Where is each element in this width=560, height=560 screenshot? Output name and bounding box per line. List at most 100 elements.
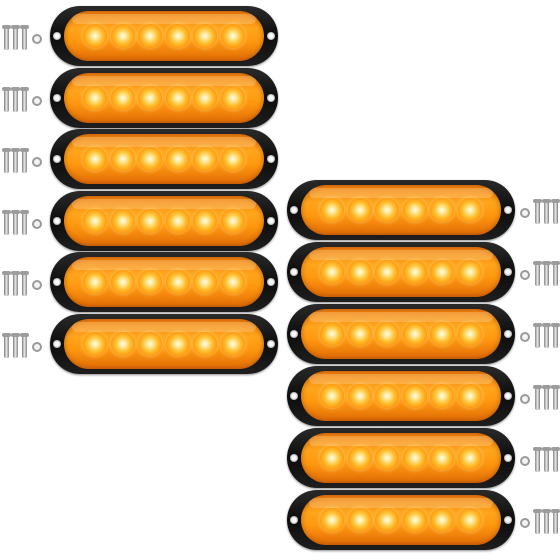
led-bulb — [165, 331, 190, 356]
mounting-hole — [290, 454, 298, 462]
screw — [544, 262, 549, 286]
nut — [32, 341, 42, 352]
mounting-hole — [53, 216, 61, 225]
amber-lens — [301, 495, 501, 545]
led-bulb — [138, 24, 163, 48]
mounting-hole — [504, 268, 512, 276]
led-bulb — [138, 85, 163, 110]
led-bulb — [165, 24, 190, 48]
led-bulb — [320, 508, 345, 532]
strobe-light — [287, 304, 515, 364]
screw — [544, 324, 549, 348]
amber-lens — [301, 185, 501, 235]
led-bulb — [457, 446, 482, 470]
screw-set — [518, 322, 558, 350]
screw — [11, 271, 20, 296]
screw — [2, 209, 11, 235]
amber-lens — [64, 257, 264, 307]
screw — [553, 510, 558, 534]
strobe-light — [287, 242, 515, 302]
screw — [2, 86, 11, 112]
led-bulb — [220, 85, 245, 110]
mounting-hole — [504, 206, 512, 214]
led-bulb — [138, 208, 163, 233]
nut — [520, 270, 530, 280]
mounting-hole — [267, 216, 275, 225]
screw — [544, 200, 549, 224]
screw — [544, 386, 549, 410]
mounting-hole — [290, 392, 298, 400]
screw — [553, 448, 558, 472]
led-bulb — [402, 260, 427, 284]
led-bulb — [347, 446, 372, 470]
led-bulb — [110, 147, 135, 171]
led-bulb — [193, 147, 218, 171]
screw — [2, 271, 11, 296]
screw — [535, 200, 540, 224]
mounting-hole — [53, 339, 61, 348]
strobe-light — [50, 6, 278, 66]
led-bulb — [375, 508, 400, 532]
led-bulb — [138, 147, 163, 171]
led-bulb — [375, 198, 400, 222]
amber-lens — [301, 371, 501, 421]
screw — [2, 332, 11, 358]
strobe-light — [50, 252, 278, 312]
led-bulb — [347, 384, 372, 408]
led-bulb — [220, 147, 245, 171]
led-bulb — [138, 270, 163, 294]
led-bulb — [402, 384, 427, 408]
led-bulb — [193, 85, 218, 110]
led-bulb — [402, 446, 427, 470]
led-bulb — [83, 270, 108, 294]
nut — [520, 208, 530, 218]
screw — [11, 209, 20, 235]
screw — [11, 148, 20, 173]
amber-lens — [64, 318, 264, 369]
mounting-hole — [267, 339, 275, 348]
screw — [20, 209, 29, 235]
led-bulb — [347, 260, 372, 284]
led-bulb — [83, 85, 108, 110]
screw-set — [518, 198, 558, 226]
led-bulb — [110, 24, 135, 48]
nut — [520, 394, 530, 404]
screw — [553, 262, 558, 286]
mounting-hole — [53, 32, 61, 40]
led-bulb — [193, 331, 218, 356]
mounting-hole — [504, 330, 512, 338]
nut — [32, 157, 42, 167]
screw — [20, 271, 29, 296]
amber-lens — [64, 134, 264, 184]
strobe-light — [287, 490, 515, 550]
led-bulb — [110, 85, 135, 110]
mounting-hole — [504, 516, 512, 524]
screw — [553, 324, 558, 348]
mounting-hole — [267, 93, 275, 102]
led-bulb — [375, 446, 400, 470]
screw — [11, 332, 20, 358]
screw-set — [2, 332, 44, 360]
screw-set — [2, 147, 44, 175]
led-bulb — [320, 384, 345, 408]
mounting-hole — [267, 278, 275, 286]
led-bulb — [402, 508, 427, 532]
led-bulb — [193, 270, 218, 294]
nut — [520, 518, 530, 528]
nut — [32, 95, 42, 106]
nut — [520, 456, 530, 466]
mounting-hole — [267, 155, 275, 163]
amber-lens — [301, 309, 501, 359]
screw-set — [518, 384, 558, 412]
strobe-light — [287, 428, 515, 488]
mounting-hole — [53, 93, 61, 102]
strobe-light — [287, 366, 515, 426]
led-bulb — [138, 331, 163, 356]
screw-set — [2, 270, 44, 298]
mounting-hole — [290, 268, 298, 276]
mounting-hole — [290, 206, 298, 214]
led-bulb — [83, 147, 108, 171]
led-bulb — [220, 24, 245, 48]
mounting-hole — [504, 392, 512, 400]
